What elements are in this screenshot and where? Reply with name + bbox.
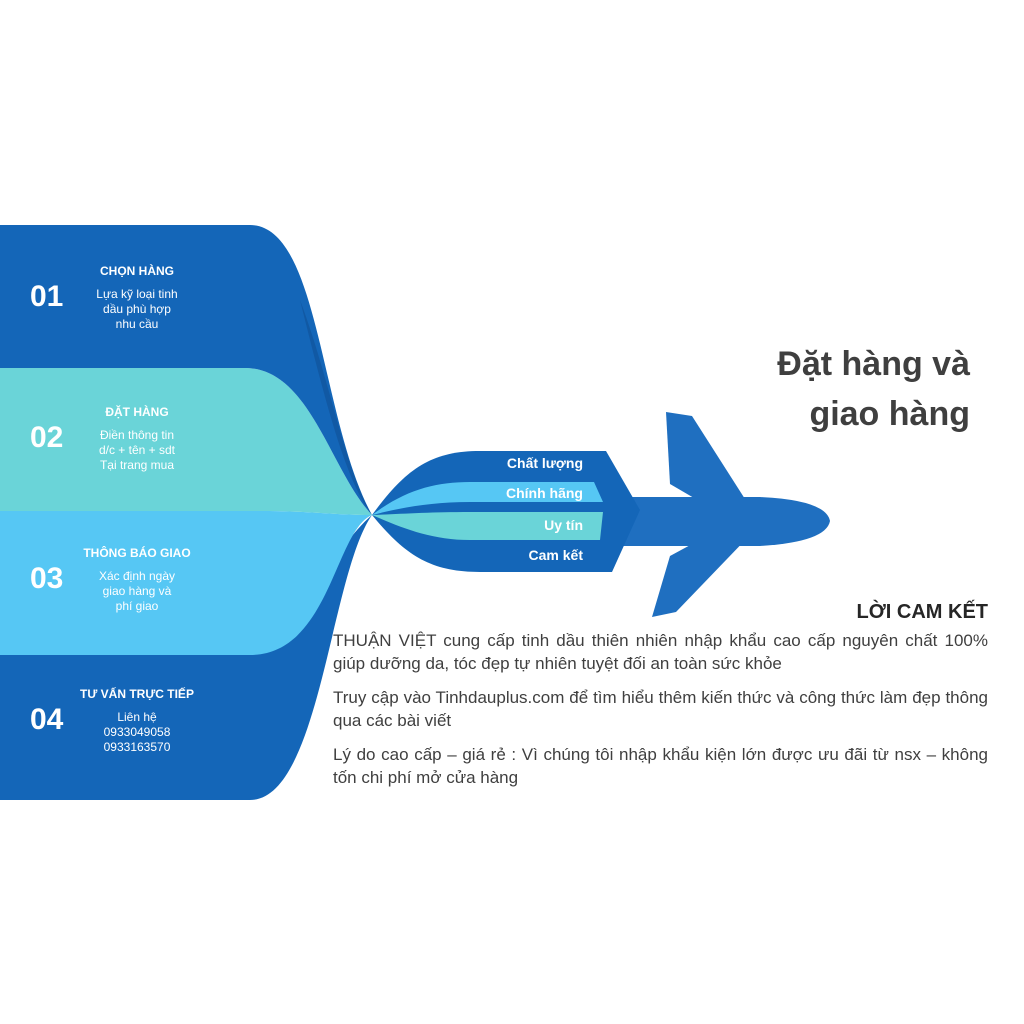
- commitment-paragraph-1: THUẬN VIỆT cung cấp tinh dầu thiên nhiên…: [333, 631, 988, 673]
- step-number-01: 01: [30, 280, 64, 313]
- band-02: [0, 368, 372, 515]
- step-desc-line: 0933163570: [103, 740, 171, 754]
- band-04: [0, 515, 372, 800]
- step-desc-line: Lựa kỹ loại tinh: [96, 287, 178, 301]
- step-number-04: 04: [30, 703, 64, 736]
- step-desc-line: dầu phù hợp: [103, 302, 171, 316]
- plane-body: [598, 497, 830, 546]
- page-title-line: giao hàng: [809, 395, 970, 433]
- step-title-thong-bao-giao: THÔNG BÁO GIAO: [83, 546, 191, 560]
- page-title: Đặt hàng và giao hàng: [777, 339, 970, 439]
- commitment-paragraph-2: Truy cập vào Tinhdauplus.com để tìm hiểu…: [333, 688, 988, 730]
- plane-label-cam-ket: Cam kết: [528, 547, 583, 563]
- plane-label-chat-luong: Chất lượng: [506, 455, 583, 471]
- step-title-tu-van-truc-tiep: TƯ VẤN TRỰC TIẾP: [80, 687, 194, 701]
- step-desc-line: giao hàng và: [102, 584, 172, 598]
- step-desc-03: Xác định ngày giao hàng và phí giao: [78, 569, 196, 614]
- step-desc-line: d/c + tên + sdt: [98, 443, 176, 457]
- commitment-paragraph-3: Lý do cao cấp – giá rẻ : Vì chúng tôi nh…: [333, 745, 988, 787]
- fold-shadow: [300, 300, 372, 515]
- step-title-chon-hang: CHỌN HÀNG: [100, 264, 174, 278]
- page-title-line: Đặt hàng và: [777, 345, 970, 383]
- band-01: [0, 225, 372, 515]
- step-number-02: 02: [30, 421, 64, 454]
- stripe-chinh-hang: [372, 482, 603, 515]
- plane-lower-wing: [652, 530, 752, 617]
- step-desc-02: Điền thông tin d/c + tên + sdt Tại trang…: [78, 428, 196, 473]
- step-desc-line: Xác định ngày: [98, 569, 176, 583]
- step-desc-line: Điền thông tin: [99, 428, 175, 442]
- stripe-uy-tin: [372, 512, 603, 540]
- step-desc-line: Tại trang mua: [99, 458, 175, 472]
- plane-label-uy-tin: Uy tín: [544, 517, 583, 533]
- commitment-title: LỜI CAM KẾT: [856, 601, 989, 623]
- step-title-dat-hang: ĐẶT HÀNG: [105, 405, 169, 419]
- step-desc-line: Liên hệ: [117, 710, 157, 724]
- plane-tail: [372, 451, 640, 572]
- step-desc-01: Lựa kỹ loại tinh dầu phù hợp nhu cầu: [78, 287, 196, 332]
- plane-upper-wing: [666, 412, 752, 512]
- step-number-03: 03: [30, 562, 64, 595]
- step-desc-line: 0933049058: [103, 725, 171, 739]
- step-desc-line: nhu cầu: [115, 317, 159, 331]
- plane-label-chinh-hang: Chính hãng: [506, 485, 583, 501]
- band-03: [0, 511, 372, 655]
- step-desc-line: phí giao: [115, 599, 159, 613]
- step-desc-04: Liên hệ 0933049058 0933163570: [78, 710, 196, 755]
